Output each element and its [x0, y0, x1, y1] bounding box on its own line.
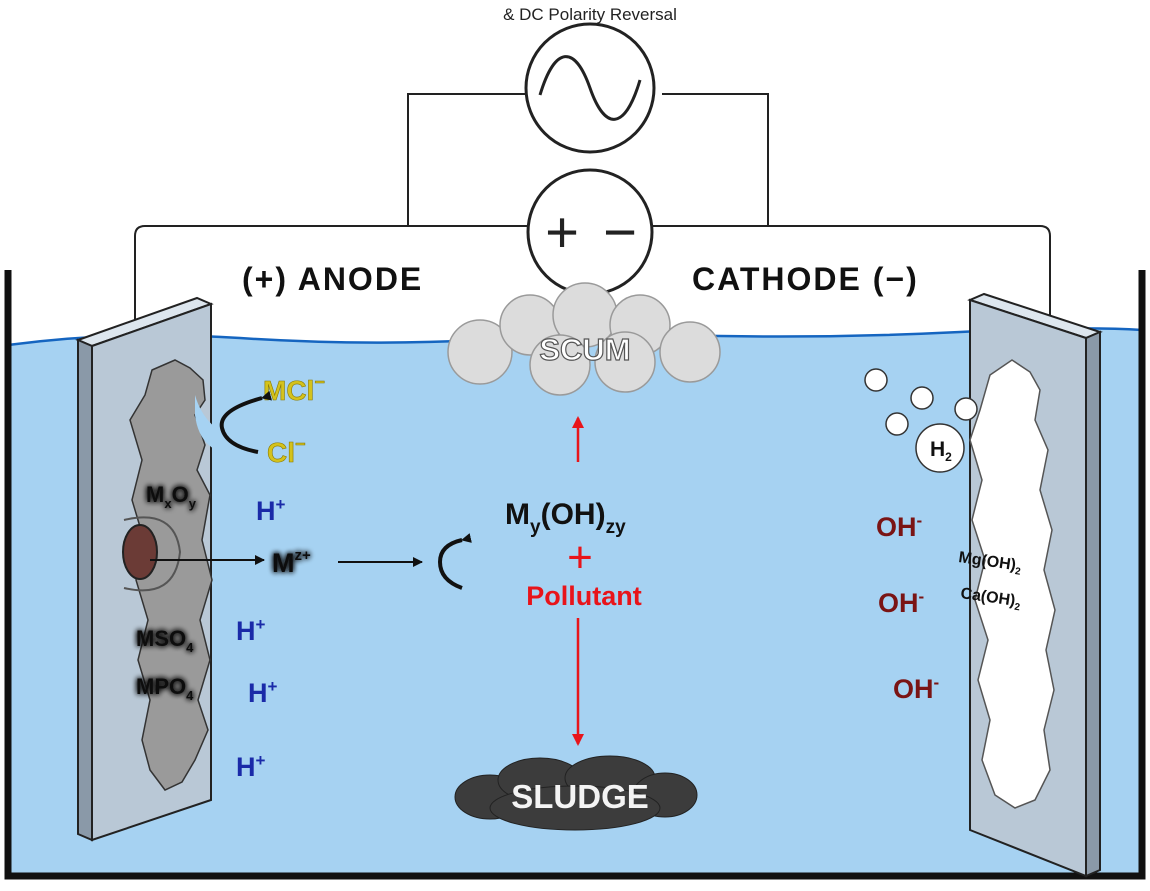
- hydroxide-2: OH-: [878, 587, 924, 618]
- circuit-wires: [134, 93, 1051, 325]
- hydrogen-gas: H2: [930, 438, 952, 464]
- proton-4: H+: [236, 751, 266, 782]
- proton-2: H+: [236, 615, 266, 646]
- ac-source-icon: [524, 22, 656, 154]
- cathode-deposit: [969, 359, 1056, 809]
- mpo4-species: MPO4: [136, 674, 194, 703]
- pollutant-label: Pollutant: [526, 581, 642, 611]
- header-caption: & DC Polarity Reversal: [503, 5, 677, 24]
- mso4-species: MSO4: [136, 626, 194, 655]
- tank: [4, 270, 1146, 880]
- metal-ion-species: Mz+: [272, 547, 311, 578]
- dc-source-icon: + −: [526, 168, 654, 296]
- water: [8, 328, 1142, 876]
- sludge-label: SLUDGE: [511, 778, 649, 815]
- plus-sign-red: +: [567, 533, 593, 582]
- proton-1: H+: [256, 495, 286, 526]
- scum-label: SCUM: [539, 332, 630, 367]
- hydrogen-bubbles: [864, 368, 978, 473]
- sludge-cloud: [454, 755, 698, 831]
- scum-cloud: [447, 282, 721, 396]
- anode-label: (+) ANODE: [242, 261, 423, 297]
- hydroxide-3: OH-: [893, 673, 939, 704]
- dc-minus-sign: −: [603, 200, 637, 265]
- dc-plus-sign: +: [545, 200, 579, 265]
- mcl-species: MCl−: [263, 372, 325, 406]
- cathode-label: CATHODE (−): [692, 261, 919, 297]
- metal-hydroxide: My(OH)zy: [505, 498, 626, 538]
- coagulation-cycle-arrow: [437, 533, 472, 590]
- proton-3: H+: [248, 677, 278, 708]
- chloride-cycle-arrow: [219, 390, 272, 454]
- hydroxide-1: OH-: [876, 511, 922, 542]
- cl-species: Cl−: [267, 434, 306, 468]
- mxoy-species: MxOy: [146, 482, 197, 511]
